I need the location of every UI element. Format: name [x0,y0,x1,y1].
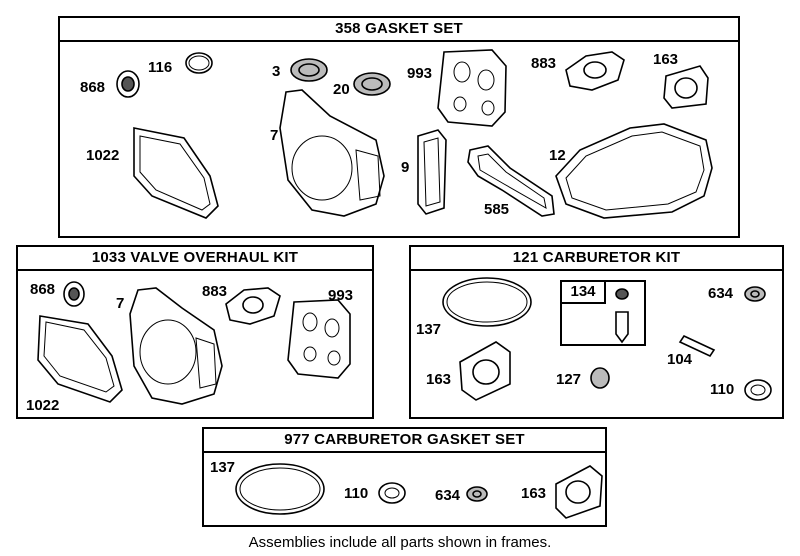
gasket-set-title: 358 GASKET SET [60,18,738,42]
carb-kit-label-634: 634 [708,285,734,302]
carb-kit-label-127: 127 [556,371,582,388]
sub-assembly-134-label: 134 [562,282,606,304]
carb-gasket-label-163: 163 [521,485,547,502]
carb-gasket-title: 977 CARBURETOR GASKET SET [204,429,605,453]
label-116: 116 [148,59,173,76]
valve-kit-label-1022: 1022 [26,397,60,414]
label-3: 3 [272,63,281,80]
label-12: 12 [549,147,566,164]
valve-kit-label-883: 883 [202,283,228,300]
sub-assembly-134-frame: 134 [560,280,646,346]
valve-kit-title: 1033 VALVE OVERHAUL KIT [18,247,372,271]
carb-kit-label-104: 104 [667,351,693,368]
valve-kit-label-993: 993 [328,287,354,304]
label-9: 9 [401,159,410,176]
label-7: 7 [270,127,279,144]
carb-gasket-label-137: 137 [210,459,236,476]
gasket-set-frame: 358 GASKET SET [58,16,740,238]
carb-kit-label-110: 110 [710,381,735,398]
footnote: Assemblies include all parts shown in fr… [248,534,552,551]
label-585: 585 [484,201,510,218]
label-883: 883 [531,55,557,72]
carb-gasket-label-634: 634 [435,487,461,504]
label-163: 163 [653,51,679,68]
valve-kit-label-7: 7 [116,295,125,312]
carb-kit-label-163: 163 [426,371,452,388]
carb-gasket-label-110: 110 [344,485,369,502]
valve-kit-label-868: 868 [30,281,56,298]
carb-kit-label-137: 137 [416,321,442,338]
label-20: 20 [333,81,350,98]
label-993: 993 [407,65,433,82]
valve-kit-frame: 1033 VALVE OVERHAUL KIT [16,245,374,419]
label-1022: 1022 [86,147,120,164]
label-868: 868 [80,79,106,96]
carb-kit-title: 121 CARBURETOR KIT [411,247,782,271]
carb-gasket-frame: 977 CARBURETOR GASKET SET [202,427,607,527]
